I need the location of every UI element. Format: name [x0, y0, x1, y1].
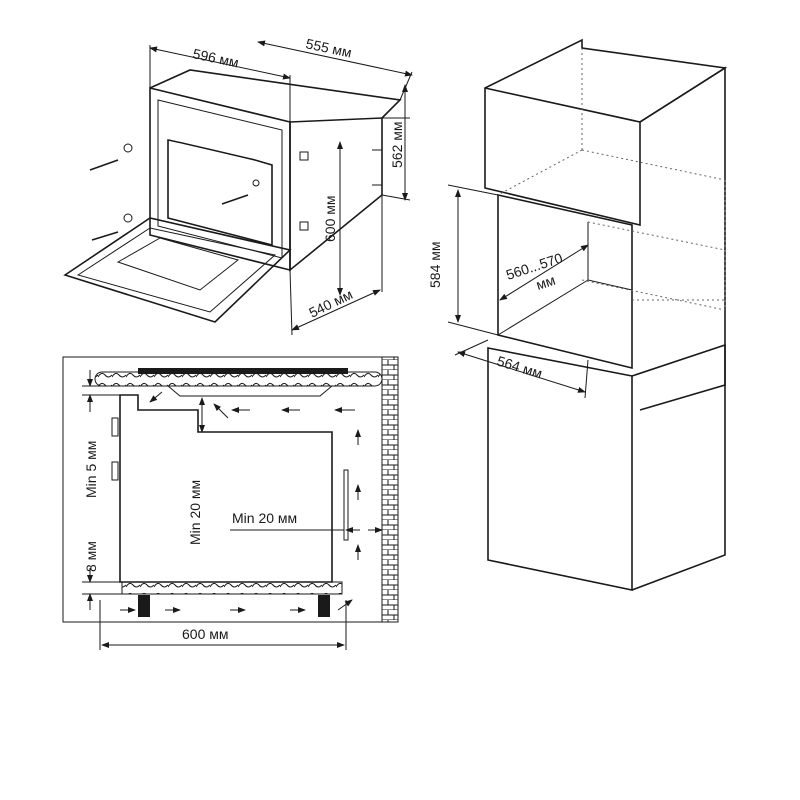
dim-height-label: 562 мм: [389, 122, 405, 169]
dim-niche-width-label-2: мм: [534, 272, 557, 293]
brick-wall: [381, 356, 399, 623]
oven-door-window: [116, 237, 240, 291]
dim-back-gap-label: Min 20 мм: [232, 510, 297, 526]
dim-width-label: 596 мм: [191, 45, 240, 70]
oven-rear-vent: [343, 469, 349, 541]
hinge-icon: [299, 221, 309, 231]
dim-line-inner-depth: [291, 289, 381, 331]
cabinet-niche-back: [587, 222, 633, 291]
oven-knob: [111, 417, 119, 437]
dim-niche-height-label: 584 мм: [427, 242, 443, 289]
hinge-icon: [299, 151, 309, 161]
oven-rear-panel: [372, 149, 383, 186]
dim-top-gap-label: Min 5 мм: [83, 441, 99, 498]
airflow-arrows: [120, 391, 361, 613]
plinth-foot: [138, 595, 150, 617]
cabinet-niche-frame: [497, 194, 633, 370]
dim-bottom-gap-label: 8 мм: [83, 541, 99, 572]
plinth-foot: [318, 595, 330, 617]
countertop: [94, 371, 383, 387]
bottom-shelf: [121, 581, 343, 595]
oven-door: [63, 217, 292, 323]
oven-perspective-view: 596 мм 555 мм 562 мм 600 мм 540 мм: [63, 35, 413, 336]
dim-line-niche-width: [499, 244, 589, 301]
screw-icon: [89, 143, 133, 171]
hob-underside: [167, 385, 333, 397]
dim-line-depth: [257, 40, 413, 77]
hob-panel: [138, 368, 348, 374]
screw-icon: [221, 179, 260, 205]
oven-knob: [111, 461, 119, 481]
oven-top-edge: [149, 69, 402, 119]
dim-line-niche-depth: [457, 351, 586, 393]
section-view: Min 5 мм 8 мм Min 20 мм Min 20 мм 600 мм: [62, 356, 399, 650]
oven-section-body: [119, 394, 333, 583]
dim-side-gap-label: Min 20 мм: [187, 480, 203, 545]
dim-inner-height-label: 600 мм: [322, 196, 338, 243]
dim-section-width-label: 600 мм: [182, 626, 229, 642]
dim-inner-depth-label: 540 мм: [306, 286, 355, 321]
oven-cavity: [167, 139, 273, 247]
cabinet-perspective-view: 584 мм 560...570 мм 564 мм: [427, 38, 728, 591]
oven-side-body: [289, 117, 383, 272]
cabinet-upper-box: [484, 38, 728, 227]
oven-door-inner: [76, 227, 277, 313]
screw-icon: [91, 213, 133, 241]
